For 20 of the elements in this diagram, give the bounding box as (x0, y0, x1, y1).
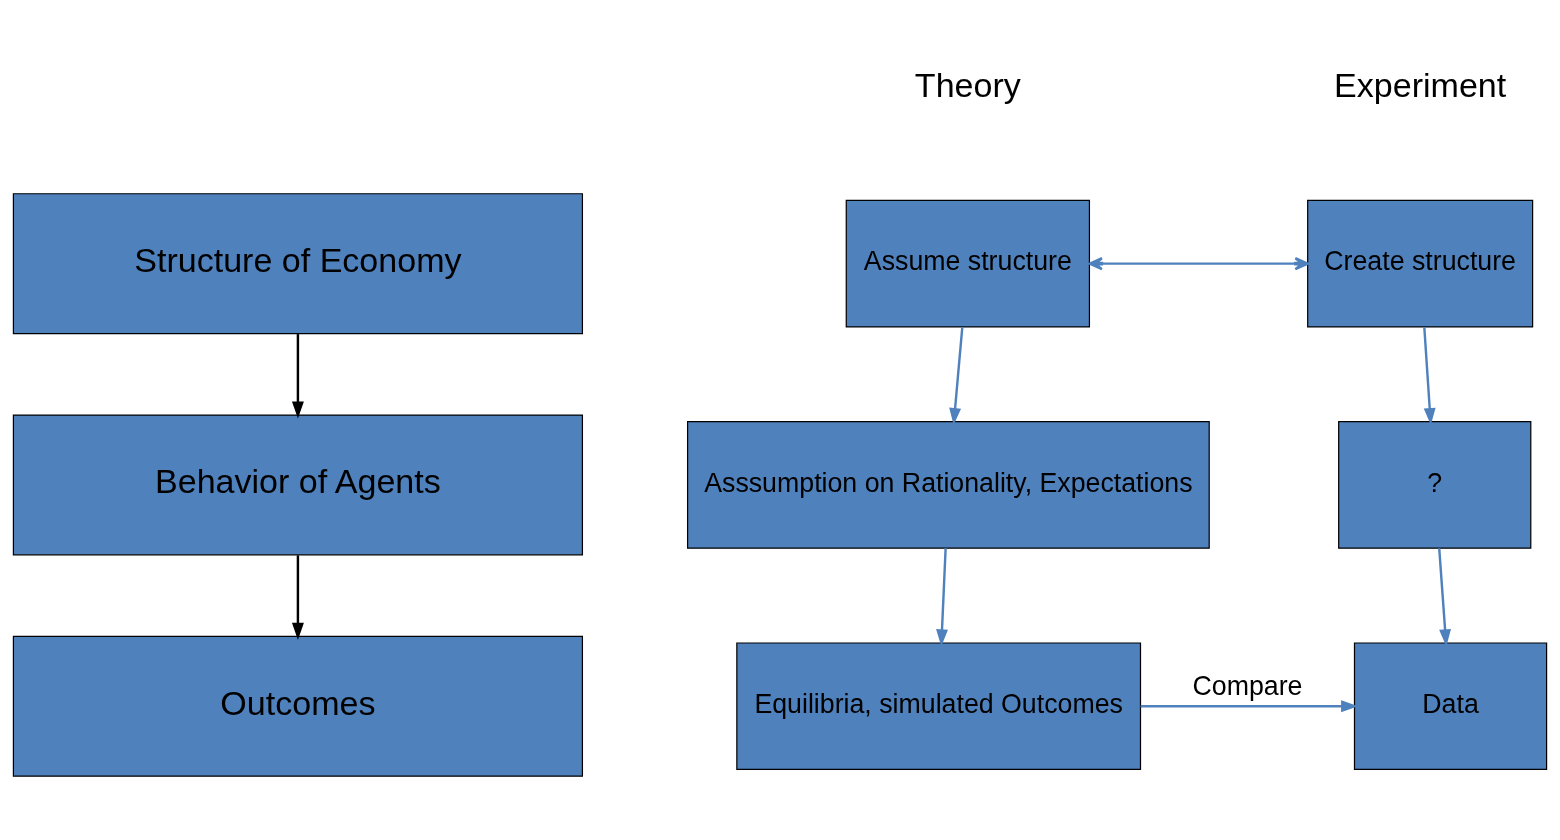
node-box: Assume structure (845, 199, 1091, 327)
arrow (291, 554, 304, 640)
arrow (291, 333, 304, 419)
node-box: Data (1353, 641, 1548, 770)
arrow (1088, 256, 1309, 270)
arrow (1438, 547, 1452, 646)
node-box: Create structure (1307, 199, 1534, 327)
arrow (1140, 699, 1359, 712)
node-box: Structure of Economy (12, 192, 584, 334)
node-box: ? (1338, 420, 1532, 549)
node-box: Equilibria, simulated Outcomes (736, 641, 1142, 770)
node-box: Behavior of Agents (12, 413, 584, 555)
arrow (936, 547, 948, 646)
arrow (1423, 326, 1436, 425)
arrow (949, 326, 964, 425)
node-box: Asssumption on Rationality, Expectations (687, 420, 1210, 549)
label: Experiment (1334, 65, 1507, 104)
edge-label: Compare (1192, 670, 1303, 701)
node-box: Outcomes (12, 635, 584, 777)
label: Theory (914, 65, 1021, 104)
